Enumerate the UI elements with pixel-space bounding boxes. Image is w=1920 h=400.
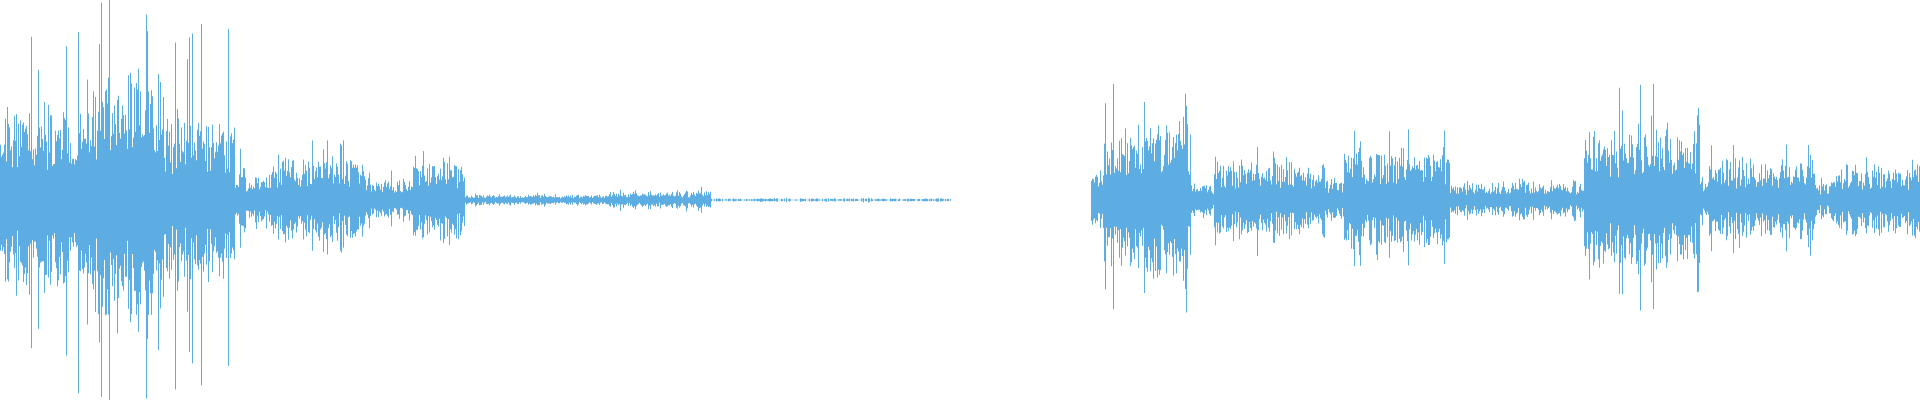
audio-waveform (0, 0, 1920, 400)
waveform-lines (0, 0, 1920, 400)
